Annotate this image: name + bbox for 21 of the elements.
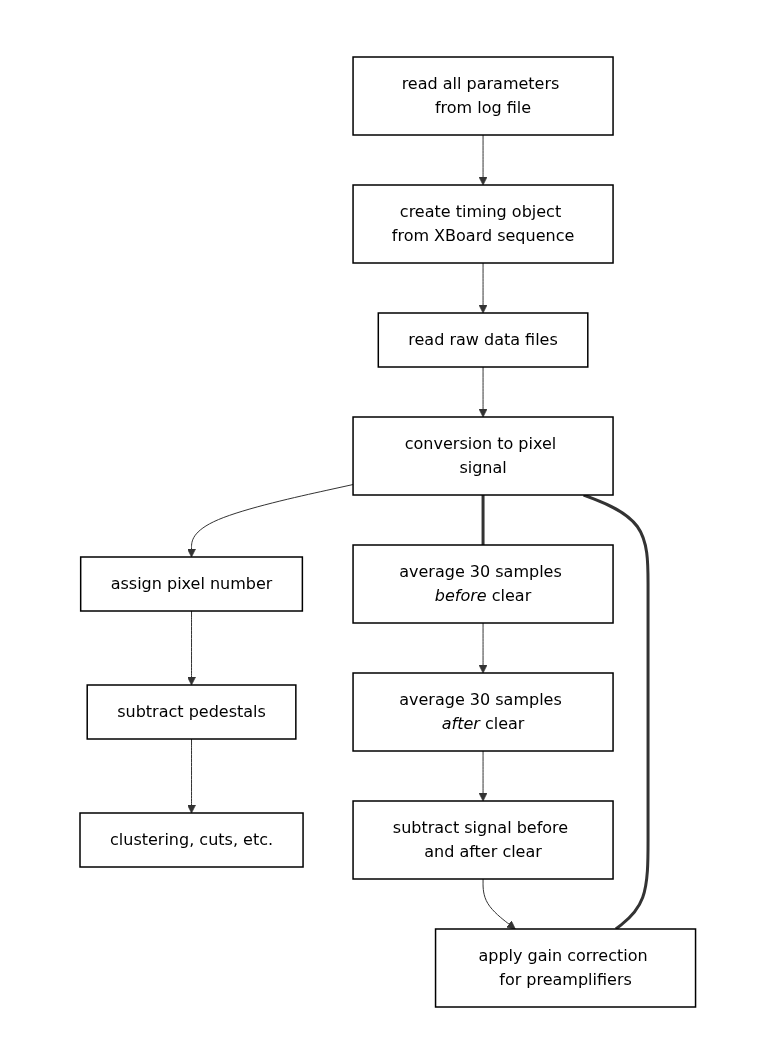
arrow	[187, 738, 197, 814]
node-box: apply gain correction for preamplifiers	[435, 928, 697, 1008]
arrow	[478, 750, 488, 802]
arrow	[478, 366, 488, 418]
node-box: conversion to pixel signal	[352, 416, 614, 496]
arrow	[478, 622, 488, 674]
node-box: subtract pedestals	[86, 684, 297, 740]
node-box: read raw data files	[377, 312, 589, 368]
arrow	[482, 878, 516, 930]
node-box: read all parameters from log file	[352, 56, 614, 136]
node-box: clustering, cuts, etc.	[79, 812, 304, 868]
connector	[481, 495, 485, 545]
arrow	[478, 262, 488, 314]
node-box: create timing object from XBoard sequence	[352, 184, 614, 264]
node-box: average 30 samples after clear	[352, 672, 614, 752]
arrow	[187, 610, 197, 686]
node-box: average 30 samples before clear	[352, 544, 614, 624]
arrow	[478, 134, 488, 186]
node-box: subtract signal before and after clear	[352, 800, 614, 880]
arrow	[187, 484, 354, 558]
node-box: assign pixel number	[80, 556, 304, 612]
